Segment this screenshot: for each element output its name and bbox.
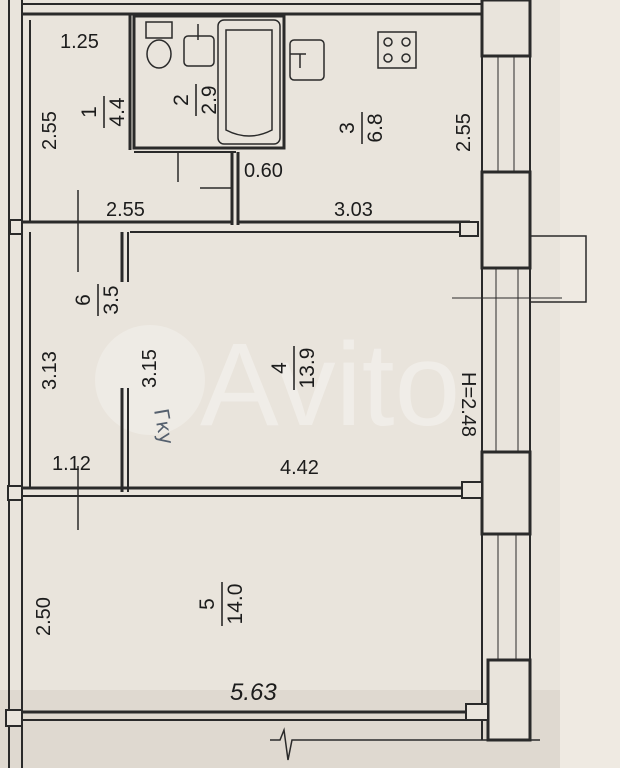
dim-room6-width: 1.12 xyxy=(52,453,91,475)
svg-text:6.8: 6.8 xyxy=(364,113,387,142)
svg-text:1: 1 xyxy=(78,106,101,118)
dim-kitchen-height: 2.55 xyxy=(453,113,475,152)
svg-text:3: 3 xyxy=(336,122,359,134)
svg-text:2: 2 xyxy=(170,94,193,106)
avito-watermark: Avito xyxy=(200,319,460,451)
node-left-1 xyxy=(9,219,23,235)
svg-text:3.5: 3.5 xyxy=(100,285,123,314)
svg-text:4: 4 xyxy=(268,362,291,374)
window-pier-2 xyxy=(480,170,532,270)
dim-room6-height: 3.13 xyxy=(39,351,61,390)
node-left-2 xyxy=(7,485,23,501)
room-label-5: 5 14.0 xyxy=(196,582,247,626)
room-label-4: 4 13.9 xyxy=(268,346,319,390)
svg-text:4.4: 4.4 xyxy=(106,97,129,127)
dim-room5-width: 5.63 xyxy=(230,679,277,706)
window-pier-1 xyxy=(480,0,532,58)
svg-text:13.9: 13.9 xyxy=(296,348,319,389)
svg-text:5: 5 xyxy=(196,598,219,610)
dim-hall-width: 2.55 xyxy=(106,199,145,221)
balcony xyxy=(529,235,587,303)
node-right-2 xyxy=(461,481,483,499)
dim-room5-height: 2.50 xyxy=(33,597,55,636)
node-left-3 xyxy=(5,709,23,727)
svg-text:2.9: 2.9 xyxy=(198,85,221,114)
dim-room4-left: 3.15 xyxy=(139,349,161,388)
node-right-1 xyxy=(459,221,479,237)
node-right-3 xyxy=(465,703,489,721)
toilet-icon xyxy=(145,21,173,69)
svg-text:14.0: 14.0 xyxy=(224,584,247,625)
window-pier-3 xyxy=(480,450,532,536)
room-label-3: 3 6.8 xyxy=(336,112,387,144)
room-label-6: 6 3.5 xyxy=(72,284,123,316)
kitchen-sink-icon xyxy=(289,39,325,81)
dim-top-left: 1.25 xyxy=(60,31,99,53)
bathroom-walls xyxy=(132,14,286,150)
window-pier-4 xyxy=(486,658,532,742)
stove-icon xyxy=(377,31,417,69)
sink-icon xyxy=(183,24,215,67)
outer-paper-right xyxy=(560,0,620,768)
dim-room4-width: 4.42 xyxy=(280,457,319,479)
room-label-1: 1 4.4 xyxy=(78,96,129,128)
bathtub-icon xyxy=(217,19,281,145)
dim-room1-height: 2.55 xyxy=(39,111,61,150)
room-label-2: 2 2.9 xyxy=(170,84,221,116)
dim-door-gap: 0.60 xyxy=(244,160,283,182)
ceiling-height: H=2.48 xyxy=(457,372,479,437)
break-line xyxy=(270,727,540,761)
dim-kitchen-width: 3.03 xyxy=(334,199,373,221)
svg-text:6: 6 xyxy=(72,294,95,306)
